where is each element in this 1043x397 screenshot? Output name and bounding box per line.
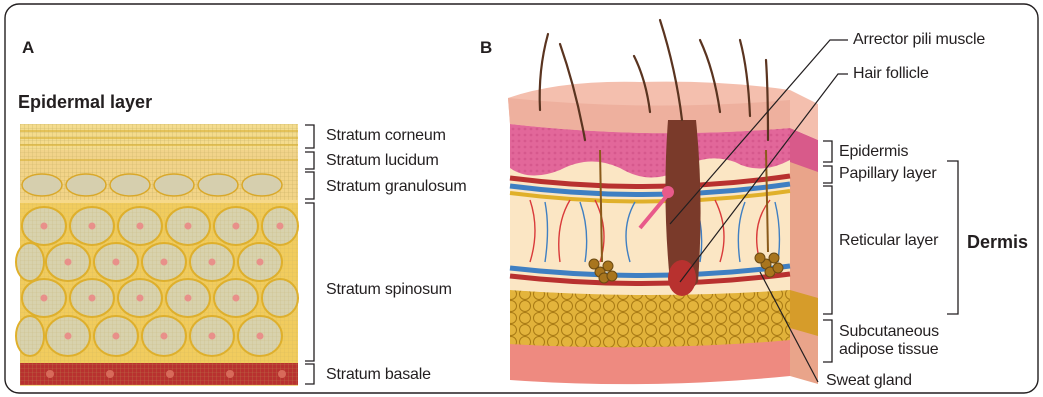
label-epidermis: Epidermis	[839, 144, 908, 160]
stratum-basale-cells	[20, 363, 298, 385]
panel-a-label: A	[22, 38, 34, 58]
label-papillary-layer: Papillary layer	[839, 166, 937, 182]
label-reticular-layer: Reticular layer	[839, 233, 938, 249]
panel-b-label: B	[480, 38, 492, 58]
label-stratum-lucidum: Stratum lucidum	[326, 153, 439, 169]
epidermis-brackets	[305, 125, 314, 384]
label-dermis: Dermis	[967, 232, 1028, 253]
label-adipose-tissue: adipose tissue	[839, 342, 939, 358]
label-stratum-spinosum: Stratum spinosum	[326, 282, 452, 298]
label-stratum-corneum: Stratum corneum	[326, 128, 446, 144]
label-sweat-gland: Sweat gland	[826, 373, 912, 389]
label-arrector-pili: Arrector pili muscle	[853, 32, 985, 48]
epidermal-layer-title: Epidermal layer	[18, 92, 152, 113]
label-stratum-granulosum: Stratum granulosum	[326, 179, 466, 195]
stratum-corneum-cells	[20, 124, 298, 150]
epidermis-cell-diagram	[16, 124, 298, 386]
skin-cross-section	[508, 20, 818, 384]
stratum-granulosum-cells	[20, 170, 298, 200]
label-hair-follicle: Hair follicle	[853, 66, 929, 82]
stratum-lucidum-cells	[20, 150, 298, 170]
stratum-spinosum-cells	[16, 203, 298, 363]
label-subcutaneous: Subcutaneous	[839, 324, 939, 340]
label-stratum-basale: Stratum basale	[326, 367, 431, 383]
